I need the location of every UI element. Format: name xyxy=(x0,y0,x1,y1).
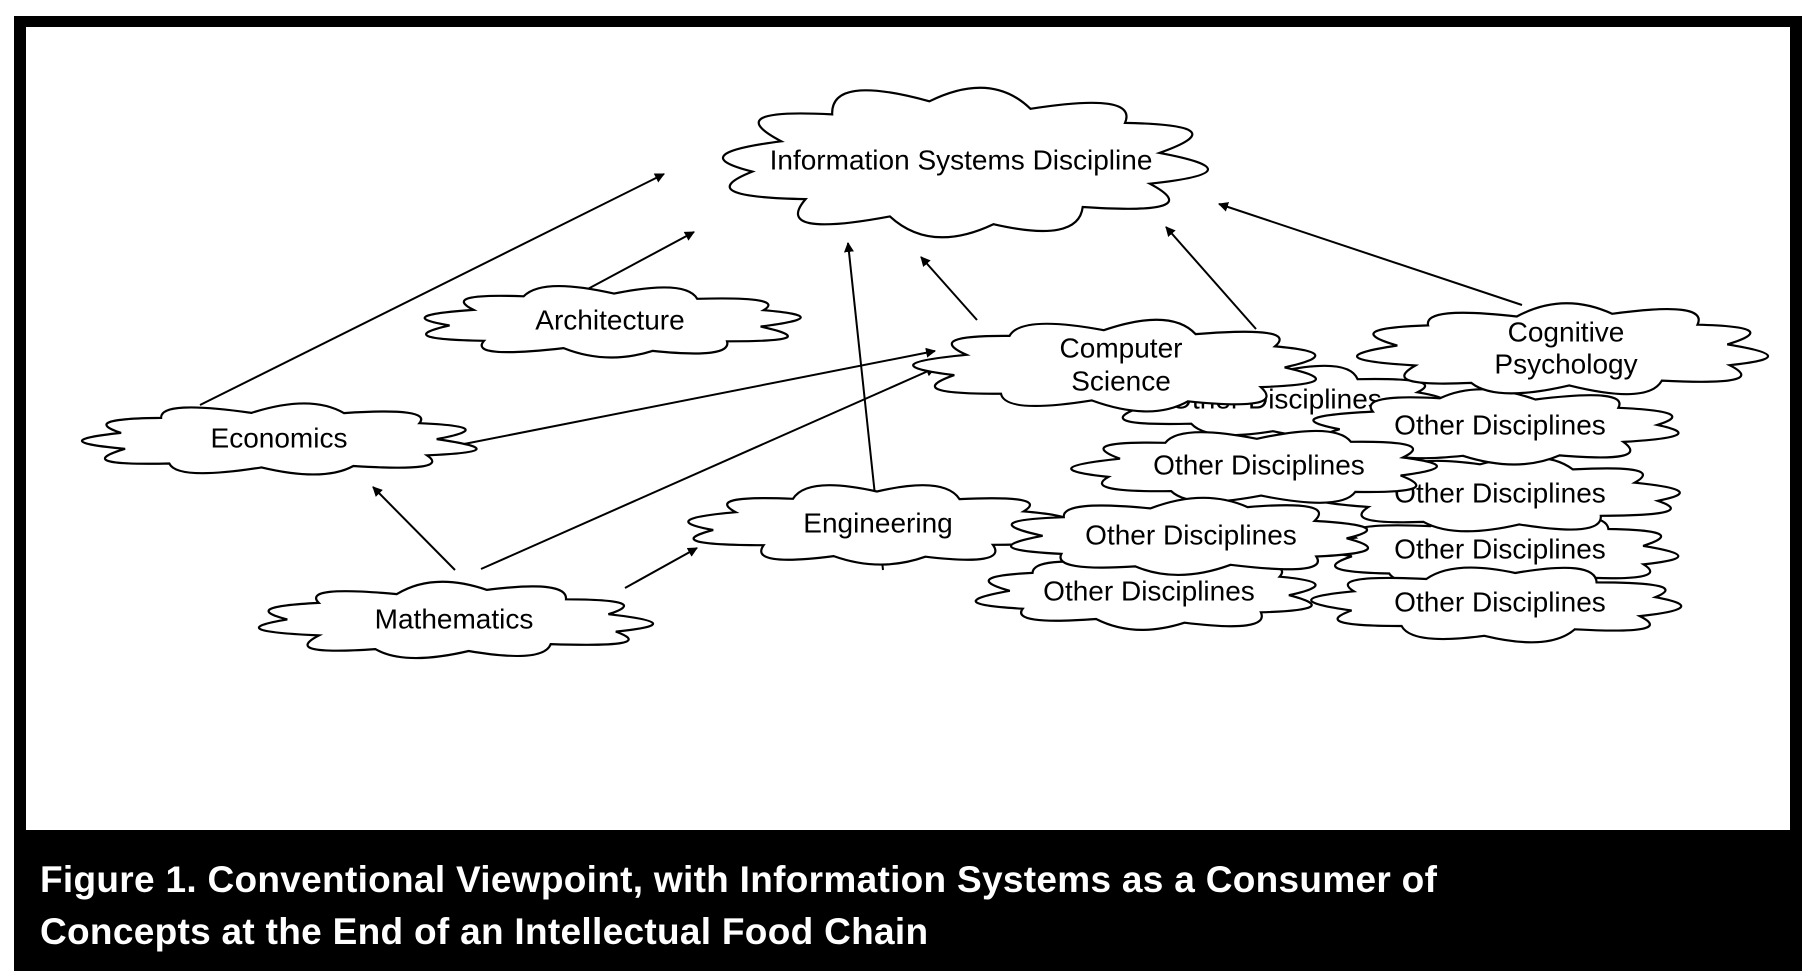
caption-line-1: Figure 1. Conventional Viewpoint, with I… xyxy=(40,859,1438,900)
cloud-architecture: Architecture xyxy=(423,284,802,359)
node-label-information-systems: Information Systems Discipline xyxy=(770,144,1153,175)
node-label-other-disciplines: Other Disciplines xyxy=(1394,586,1606,617)
cloud-layer: Information Systems Discipline Architect… xyxy=(81,86,1769,660)
cloud-other-disciplines: Other Disciplines xyxy=(974,554,1317,631)
arrow-mathematics-to-engineering xyxy=(624,547,698,589)
node-label-computer-science-line2: Science xyxy=(1071,365,1171,396)
cloud-engineering: Engineering xyxy=(687,484,1070,566)
node-label-other-disciplines: Other Disciplines xyxy=(1043,575,1255,606)
arrow-computer-science-to-is xyxy=(920,256,978,321)
arrow-cognitive-to-is xyxy=(1218,202,1523,306)
caption-line-2: Concepts at the End of an Intellectual F… xyxy=(40,911,929,952)
diagram-svg: Information Systems Discipline Architect… xyxy=(81,86,1769,660)
arrow-architecture-to-is xyxy=(570,231,695,299)
cloud-computer-science: Computer Science xyxy=(912,318,1318,413)
node-label-engineering: Engineering xyxy=(803,507,952,538)
cloud-mathematics: Mathematics xyxy=(257,580,655,660)
cloud-information-systems: Information Systems Discipline xyxy=(721,86,1209,239)
node-label-computer-science-line1: Computer xyxy=(1060,332,1183,363)
diagram-area: Information Systems Discipline Architect… xyxy=(26,27,1790,830)
node-label-cognitive-psychology-line1: Cognitive xyxy=(1508,316,1625,347)
cloud-cognitive-psychology: Cognitive Psychology xyxy=(1356,302,1769,396)
node-label-other-disciplines: Other Disciplines xyxy=(1085,519,1297,550)
arrow-economics-to-is xyxy=(199,173,665,406)
figure-frame: Information Systems Discipline Architect… xyxy=(14,16,1802,971)
cloud-other-disciplines: Other Disciplines xyxy=(1310,566,1683,644)
arrow-economics-to-cs xyxy=(463,347,936,445)
figure-caption: Figure 1. Conventional Viewpoint, with I… xyxy=(40,854,1780,958)
arrow-mathematics-to-economics xyxy=(372,486,456,571)
node-label-cognitive-psychology-line2: Psychology xyxy=(1494,348,1637,379)
cloud-other-disciplines: Other Disciplines xyxy=(1009,496,1370,576)
node-label-architecture: Architecture xyxy=(535,304,684,335)
cloud-economics: Economics xyxy=(81,402,478,476)
arrow-other-to-is xyxy=(1165,226,1257,330)
cloud-other-disciplines: Other Disciplines xyxy=(1070,429,1438,504)
node-label-mathematics: Mathematics xyxy=(375,603,534,634)
node-label-other-disciplines: Other Disciplines xyxy=(1394,533,1606,564)
node-label-other-disciplines: Other Disciplines xyxy=(1153,449,1365,480)
node-label-other-disciplines: Other Disciplines xyxy=(1394,477,1606,508)
node-label-economics: Economics xyxy=(211,422,348,453)
arrow-mathematics-to-cs xyxy=(480,367,936,570)
node-label-other-disciplines: Other Disciplines xyxy=(1394,409,1606,440)
